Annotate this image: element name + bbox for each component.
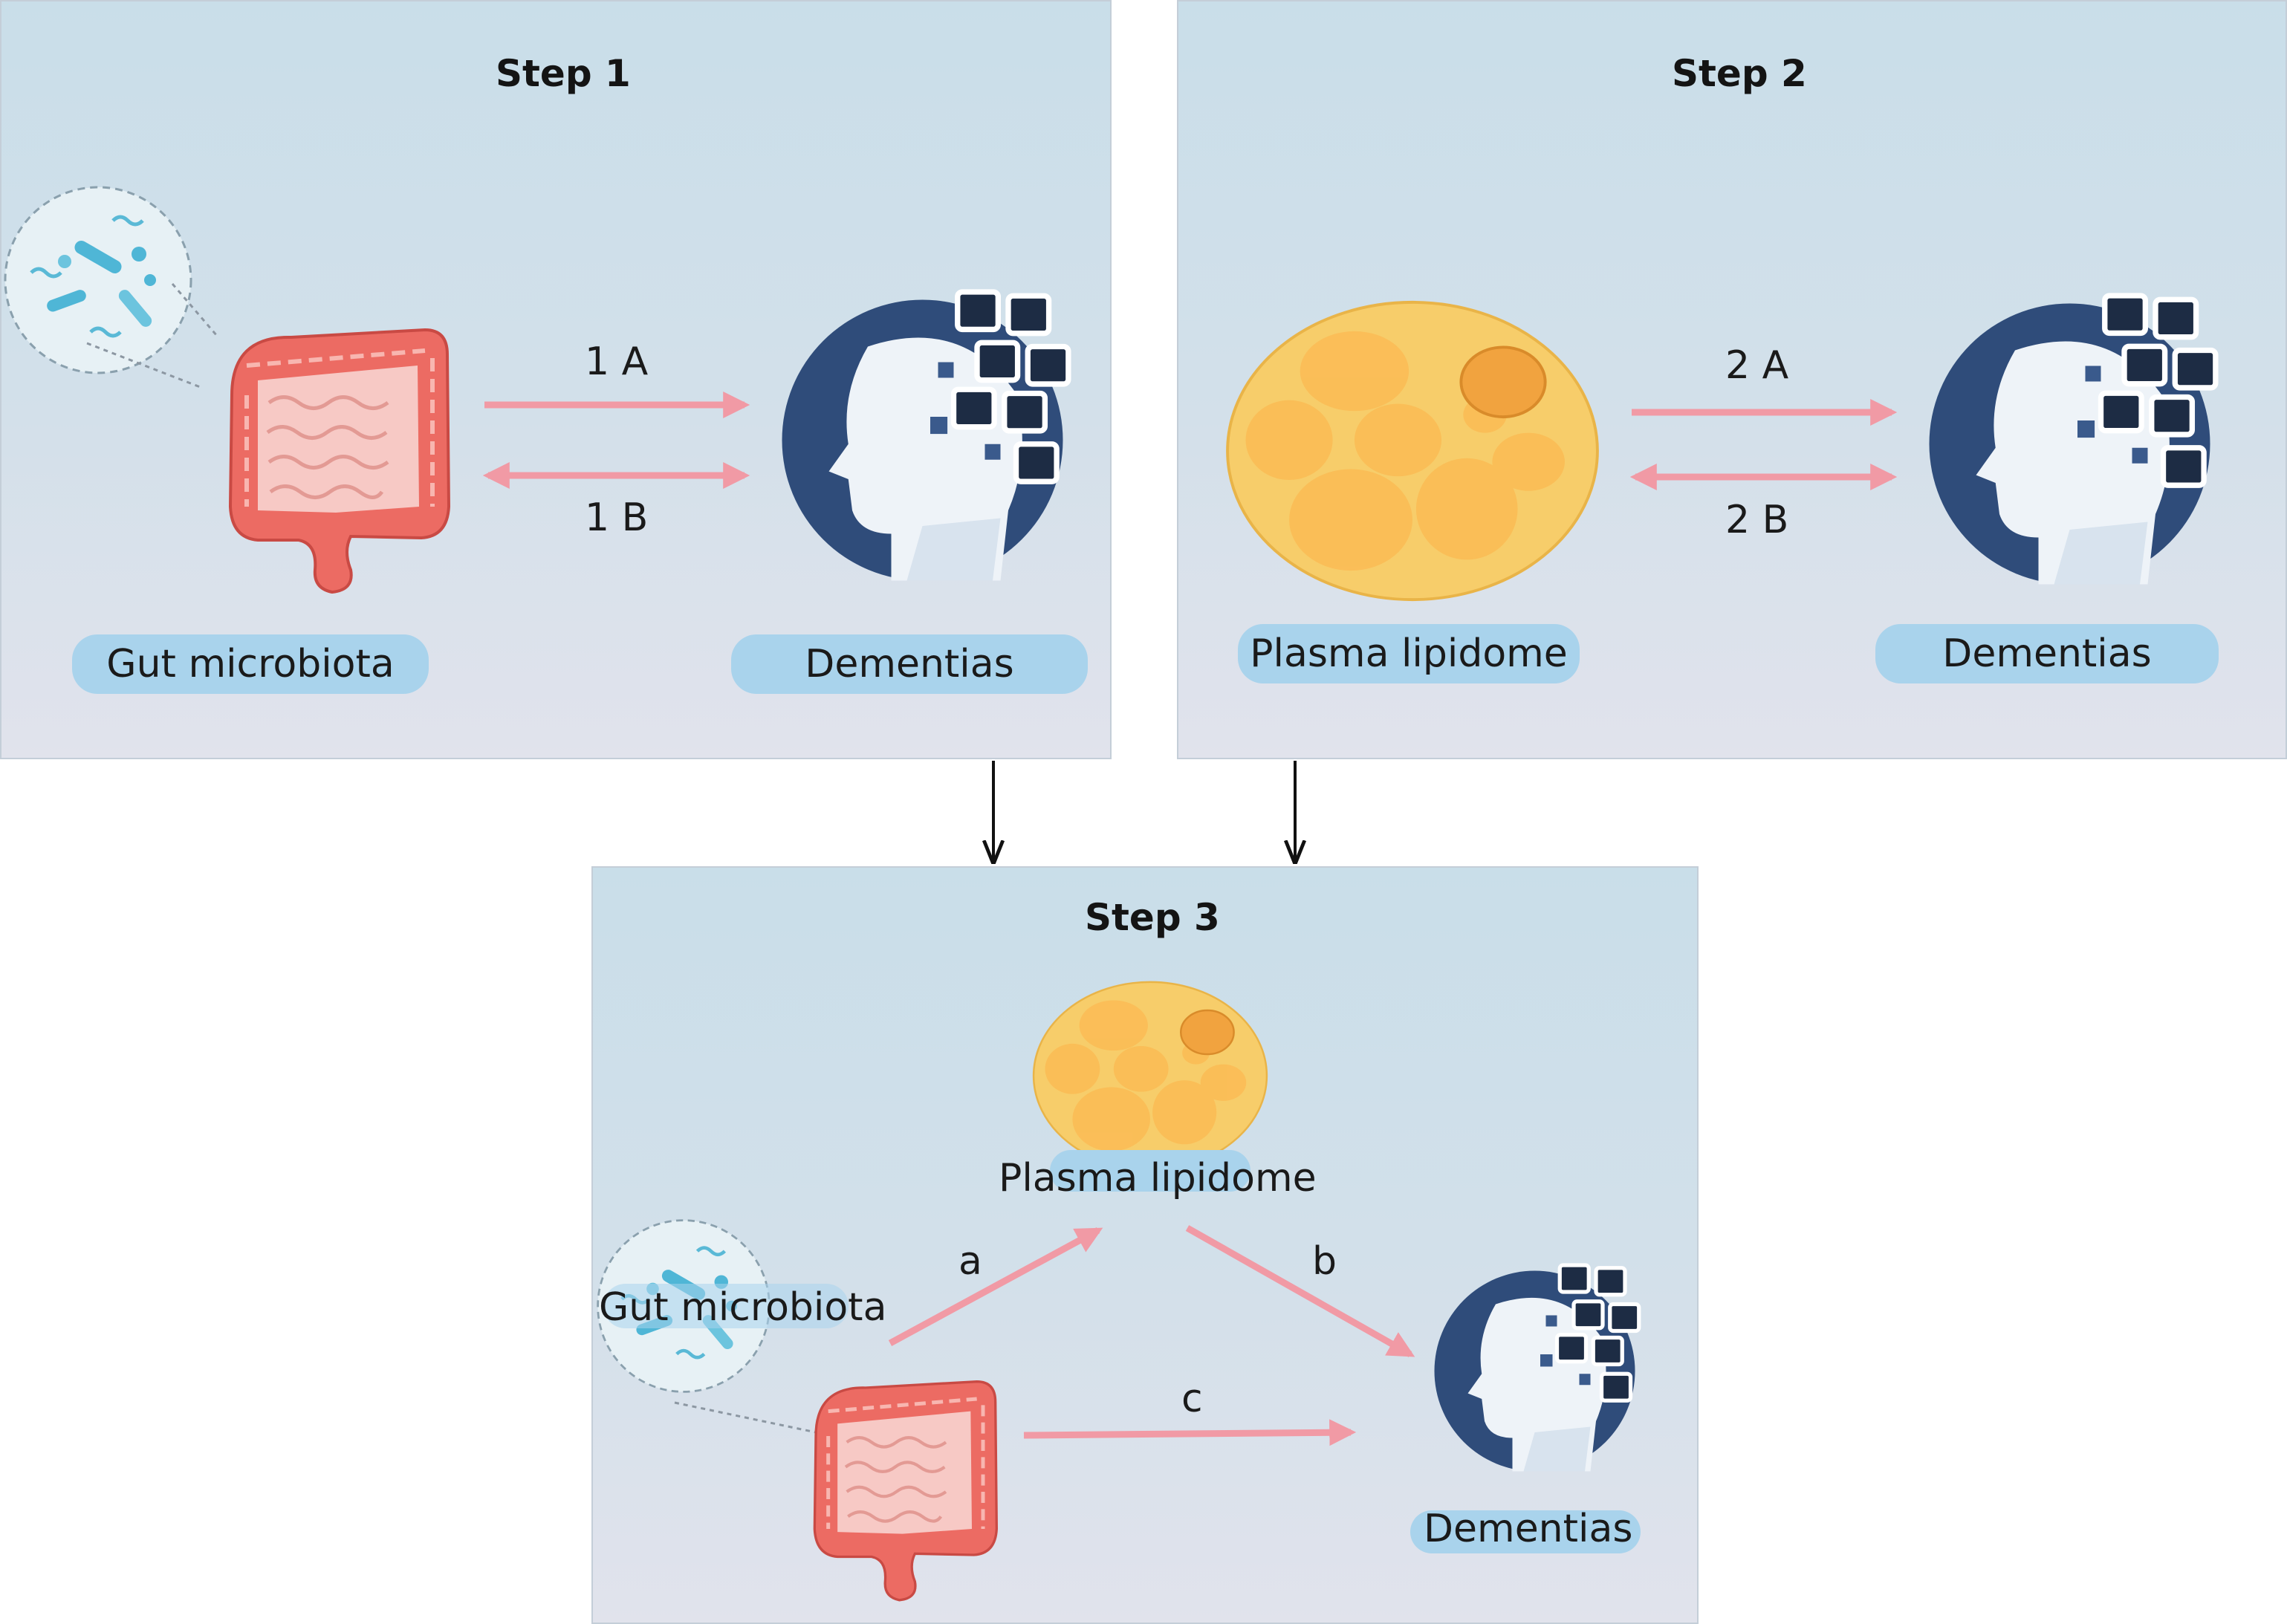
path-a-label: a (958, 1239, 982, 1284)
step-2-panel: Step 2 2 A 2 B Plasma lipidome Dementias (1177, 0, 2287, 759)
gut-microbiota-label: Gut microbiota (599, 1285, 887, 1330)
dementias-pill: Dementias (731, 634, 1088, 694)
arrow-2b-label: 2 B (1725, 498, 1789, 542)
gut-icon (779, 1343, 1002, 1603)
step-2-connectors (1629, 399, 1898, 490)
dementias-pill-bg (1410, 1510, 1641, 1553)
step-1-connectors (86, 283, 750, 489)
path-b-label: b (1312, 1239, 1337, 1284)
gut-icon (187, 284, 455, 596)
head-puzzle-icon (1921, 280, 2234, 592)
step-1-title: Step 1 (496, 52, 631, 95)
step-1-panel: Step 1 1 A 1 B Gut microbiota Dementias (0, 0, 1112, 759)
step-3-connectors (674, 1225, 1415, 1446)
step-3-title: Step 3 (1085, 896, 1220, 939)
arrow-c (1023, 1419, 1357, 1446)
plasma-lipidome-label: Plasma lipidome (999, 1156, 1317, 1201)
gut-microbiota-pill: Gut microbiota (72, 634, 429, 694)
plasma-lipidome-pill-bg (1050, 1150, 1250, 1192)
step-2-title: Step 2 (1672, 52, 1807, 95)
arrow-1b-label: 1 B (585, 496, 649, 540)
path-c-label: c (1181, 1377, 1203, 1421)
arrow-1a-label: 1 A (585, 340, 649, 384)
head-puzzle-icon (1429, 1254, 1652, 1477)
gut-microbiota-pill-bg (603, 1284, 849, 1328)
dementias-pill: Dementias (1875, 624, 2219, 683)
plasma-lipidome-pill: Plasma lipidome (1238, 624, 1580, 683)
arrow-a (888, 1227, 1103, 1346)
head-puzzle-icon (774, 276, 1086, 588)
arrow-2a-label: 2 A (1725, 343, 1789, 388)
dementias-label: Dementias (1424, 1507, 1633, 1551)
step-3-panel: Step 3 Plasma lipidome Gut microbiota De… (591, 866, 1699, 1624)
arrow-b (1185, 1225, 1415, 1357)
